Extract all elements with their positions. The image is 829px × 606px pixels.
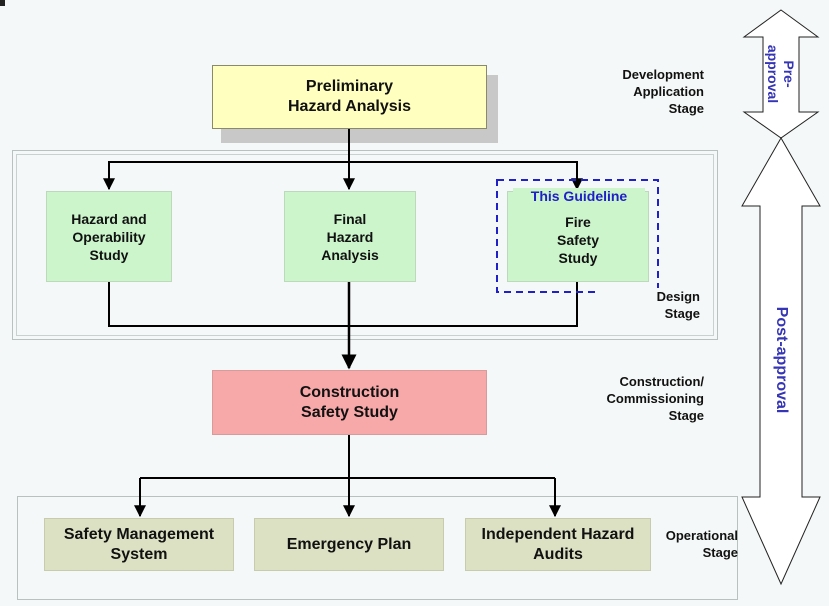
fire-safety-study-label: Fire Safety Study xyxy=(556,213,600,266)
safety-management-system-box: Safety Management System xyxy=(44,518,234,571)
construction-commissioning-stage-label: Construction/ Commissioning Stage xyxy=(606,374,704,423)
preliminary-hazard-analysis-label: Preliminary Hazard Analysis xyxy=(287,78,411,115)
emergency-plan-label: Emergency Plan xyxy=(286,535,412,553)
this-guideline-label: This Guideline xyxy=(513,188,645,204)
development-application-stage-label: Development Application Stage xyxy=(622,67,704,116)
independent-hazard-audits-box: Independent Hazard Audits xyxy=(465,518,651,571)
construction-safety-study-box: Construction Safety Study xyxy=(212,370,487,435)
construction-safety-study-label: Construction Safety Study xyxy=(299,383,400,421)
design-stage-frame xyxy=(12,150,718,340)
post-approval-text: Post-approval xyxy=(773,306,790,414)
independent-hazard-audits-label: Independent Hazard Audits xyxy=(481,525,635,563)
emergency-plan-box: Emergency Plan xyxy=(254,518,444,571)
final-hazard-analysis-box: Final Hazard Analysis xyxy=(284,191,416,282)
post-approval-arrow xyxy=(741,136,821,586)
connector-join-bar xyxy=(108,282,578,327)
connector-branch-bar xyxy=(108,161,578,189)
fire-safety-study-box: Fire Safety Study xyxy=(507,191,649,282)
preliminary-hazard-analysis-box: Preliminary Hazard Analysis xyxy=(212,65,487,129)
operational-stage-frame xyxy=(17,496,738,600)
corner-mark xyxy=(0,0,5,6)
design-stage-frame-inner xyxy=(16,154,714,336)
design-stage-label: Design Stage xyxy=(600,288,700,322)
hazop-study-box: Hazard and Operability Study xyxy=(46,191,172,282)
pre-approval-text: Pre- approval xyxy=(765,44,797,104)
guideline-highlight-frame xyxy=(496,179,659,293)
hazop-study-label: Hazard and Operability Study xyxy=(71,210,147,263)
operational-stage-label: Operational Stage xyxy=(665,528,738,560)
safety-management-system-label: Safety Management System xyxy=(63,525,215,563)
final-hazard-analysis-label: Final Hazard Analysis xyxy=(321,210,379,263)
